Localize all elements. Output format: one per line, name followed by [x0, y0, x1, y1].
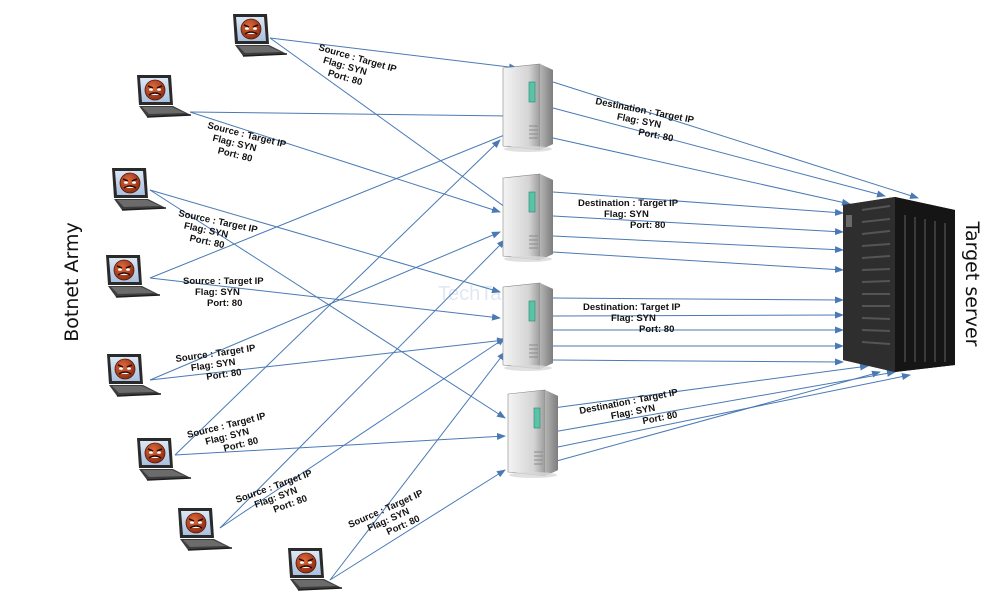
bot-laptop-icon: [137, 438, 192, 481]
traffic-arrow: [189, 111, 501, 213]
traffic-arrow: [269, 37, 518, 71]
traffic-arrow: [552, 373, 911, 449]
target-server-label: Target server: [961, 221, 983, 347]
traffic-arrow: [189, 111, 513, 120]
bot-laptop-icon: [112, 168, 167, 211]
bot-laptop-icon: [178, 508, 233, 551]
botnet-layer: [106, 14, 343, 591]
bot-laptop-icon: [137, 75, 192, 118]
source-label: Source : Target IPFlag: SYNPort: 80: [234, 468, 322, 527]
bot-laptop-icon: [233, 14, 288, 57]
source-label: Source : Target IPFlag: SYNPort: 80: [311, 42, 398, 96]
traffic-arrow: [552, 191, 844, 216]
target-server-icon: [843, 197, 955, 372]
traffic-arrow: [149, 231, 501, 381]
traffic-arrow: [552, 235, 844, 254]
traffic-arrow: [552, 107, 886, 198]
traffic-arrow: [329, 469, 506, 581]
traffic-arrow: [269, 37, 513, 213]
traffic-arrow: [552, 81, 919, 199]
arrow-layer: [149, 37, 919, 581]
botnet-army-label: Botnet Army: [61, 222, 83, 342]
traffic-arrow: [552, 296, 844, 304]
traffic-arrow: [174, 432, 506, 456]
traffic-arrow: [219, 337, 506, 529]
bot-laptop-icon: [106, 255, 161, 298]
traffic-arrow: [552, 363, 869, 409]
traffic-arrow: [174, 139, 501, 456]
relay-server-icon: [502, 282, 553, 371]
relay-server-icon: [502, 173, 553, 262]
traffic-arrow: [552, 251, 844, 273]
traffic-arrow: [552, 369, 896, 433]
traffic-arrow: [219, 239, 506, 529]
traffic-arrow: [552, 370, 881, 463]
server-layer: [502, 63, 558, 478]
label-layer: Source : Target IPFlag: SYNPort: 80Sourc…: [173, 42, 696, 538]
traffic-arrow: [149, 131, 513, 279]
source-label: Source : Target IPFlag: SYNPort: 80: [173, 208, 259, 257]
traffic-arrow: [149, 337, 506, 381]
traffic-arrow: [329, 351, 506, 581]
bot-laptop-icon: [288, 548, 343, 591]
traffic-arrow: [552, 311, 844, 319]
bot-laptop-icon: [107, 354, 162, 397]
traffic-arrow: [149, 189, 506, 419]
source-label: Source : Target IPFlag: SYNPort: 80: [201, 120, 288, 172]
source-label: Source : Target IPFlag: SYNPort: 80: [186, 411, 273, 463]
traffic-arrow: [149, 277, 501, 321]
traffic-arrow: [552, 358, 844, 366]
relay-server-icon: [507, 389, 558, 478]
source-label: Source : Target IPFlag: SYNPort: 80: [175, 343, 260, 387]
traffic-arrow: [552, 215, 844, 236]
traffic-arrow: [149, 189, 501, 294]
traffic-arrow: [552, 137, 851, 206]
relay-server-icon: [502, 63, 553, 152]
